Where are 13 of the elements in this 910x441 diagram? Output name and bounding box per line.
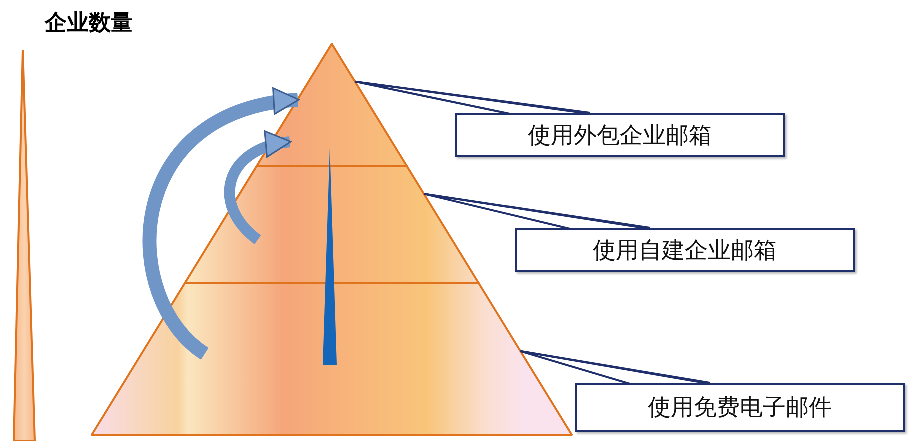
callout-text: 使用自建企业邮箱: [593, 236, 777, 266]
leader-line: [424, 193, 650, 229]
leader-line: [355, 80, 590, 114]
curved-arrow: [142, 90, 300, 360]
leader-line: [520, 350, 710, 384]
pyramid-top-tier: [256, 43, 408, 167]
curved-arrow: [224, 132, 292, 244]
pyramid-tier: [184, 165, 480, 284]
callout-text: 使用外包企业邮箱: [528, 122, 712, 150]
callout-box: [455, 113, 785, 157]
callout-text: 使用免费电子邮件: [648, 394, 832, 423]
callout-box: [515, 228, 855, 272]
axis-title: 企业数量: [45, 10, 133, 38]
